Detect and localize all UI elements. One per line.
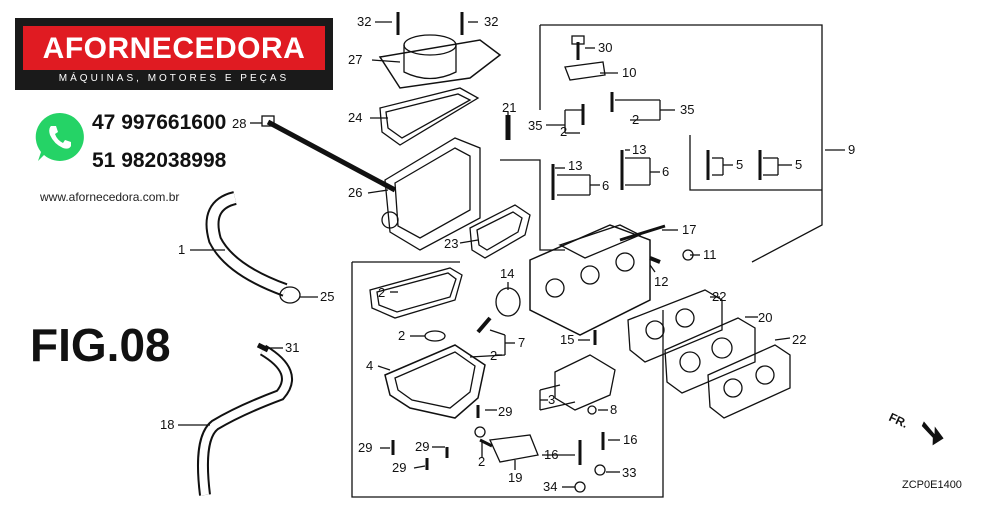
frame-lower: [351, 262, 664, 498]
callout-11: 11: [703, 247, 717, 262]
front-direction-arrow: [921, 421, 944, 446]
callout-2-2: 2: [632, 112, 639, 127]
callout-26: 26: [348, 185, 362, 200]
callout-16: 16: [544, 447, 558, 462]
logo-red-band: AFORNECEDORA: [23, 26, 325, 70]
callout-23: 23: [444, 236, 458, 251]
callout-19: 19: [508, 470, 522, 485]
callout-31: 31: [285, 340, 299, 355]
callout-13-2: 13: [632, 142, 646, 157]
callout-28: 28: [232, 116, 246, 131]
callout-4: 4: [366, 358, 373, 373]
callout-20: 20: [758, 310, 772, 325]
callout-8: 8: [610, 402, 617, 417]
callout-14: 14: [500, 266, 514, 281]
callout-22-2: 22: [792, 332, 806, 347]
diagram-code: ZCP0E1400: [902, 479, 962, 491]
callout-6-2: 6: [662, 164, 669, 179]
front-direction-label: FR.: [887, 410, 910, 431]
callout-9: 9: [848, 142, 855, 157]
callout-2-6: 2: [478, 454, 485, 469]
callout-6: 6: [602, 178, 609, 193]
callout-12: 12: [654, 274, 668, 289]
callout-5-2: 5: [795, 157, 802, 172]
callout-17: 17: [682, 222, 696, 237]
callout-34: 34: [543, 479, 557, 494]
whatsapp-icon: [35, 112, 84, 161]
phone-1[interactable]: 47 997661600: [92, 111, 227, 134]
callout-2-4: 2: [398, 328, 405, 343]
callout-24: 24: [348, 110, 362, 125]
brand-logo: AFORNECEDORA MÁQUINAS, MOTORES E PEÇAS: [15, 18, 333, 90]
callout-16-2: 16: [623, 432, 637, 447]
logo-text: AFORNECEDORA: [42, 32, 306, 65]
callout-21: 21: [502, 100, 516, 115]
callout-15: 15: [560, 332, 574, 347]
phone-2[interactable]: 51 982038998: [92, 149, 227, 172]
logo-tagline: MÁQUINAS, MOTORES E PEÇAS: [58, 73, 290, 84]
figure-title: FIG.08: [30, 319, 171, 371]
callout-30: 30: [598, 40, 612, 55]
callout-29-3: 29: [415, 439, 429, 454]
callout-35: 35: [528, 118, 542, 133]
callout-35-2: 35: [680, 102, 694, 117]
callout-25: 25: [320, 289, 334, 304]
website-link[interactable]: www.afornecedora.com.br: [40, 190, 180, 204]
callout-2-3: 2: [378, 285, 385, 300]
callout-32-2: 32: [484, 14, 498, 29]
callout-22: 22: [712, 289, 726, 304]
callout-32: 32: [357, 14, 371, 29]
contact-block: 47 997661600 51 982038998: [32, 105, 232, 185]
callout-7: 7: [518, 335, 525, 350]
callout-13: 13: [568, 158, 582, 173]
callout-27: 27: [348, 52, 362, 67]
callout-3: 3: [548, 392, 555, 407]
callout-2-5: 2: [490, 348, 497, 363]
callout-18: 18: [160, 417, 174, 432]
callout-1: 1: [178, 242, 185, 257]
callout-29-2: 29: [358, 440, 372, 455]
callout-5: 5: [736, 157, 743, 172]
callout-2: 2: [560, 124, 567, 139]
frame-9: [540, 24, 823, 263]
callout-29-4: 29: [392, 460, 406, 475]
callout-29: 29: [498, 404, 512, 419]
callout-33: 33: [622, 465, 636, 480]
callout-10: 10: [622, 65, 636, 80]
